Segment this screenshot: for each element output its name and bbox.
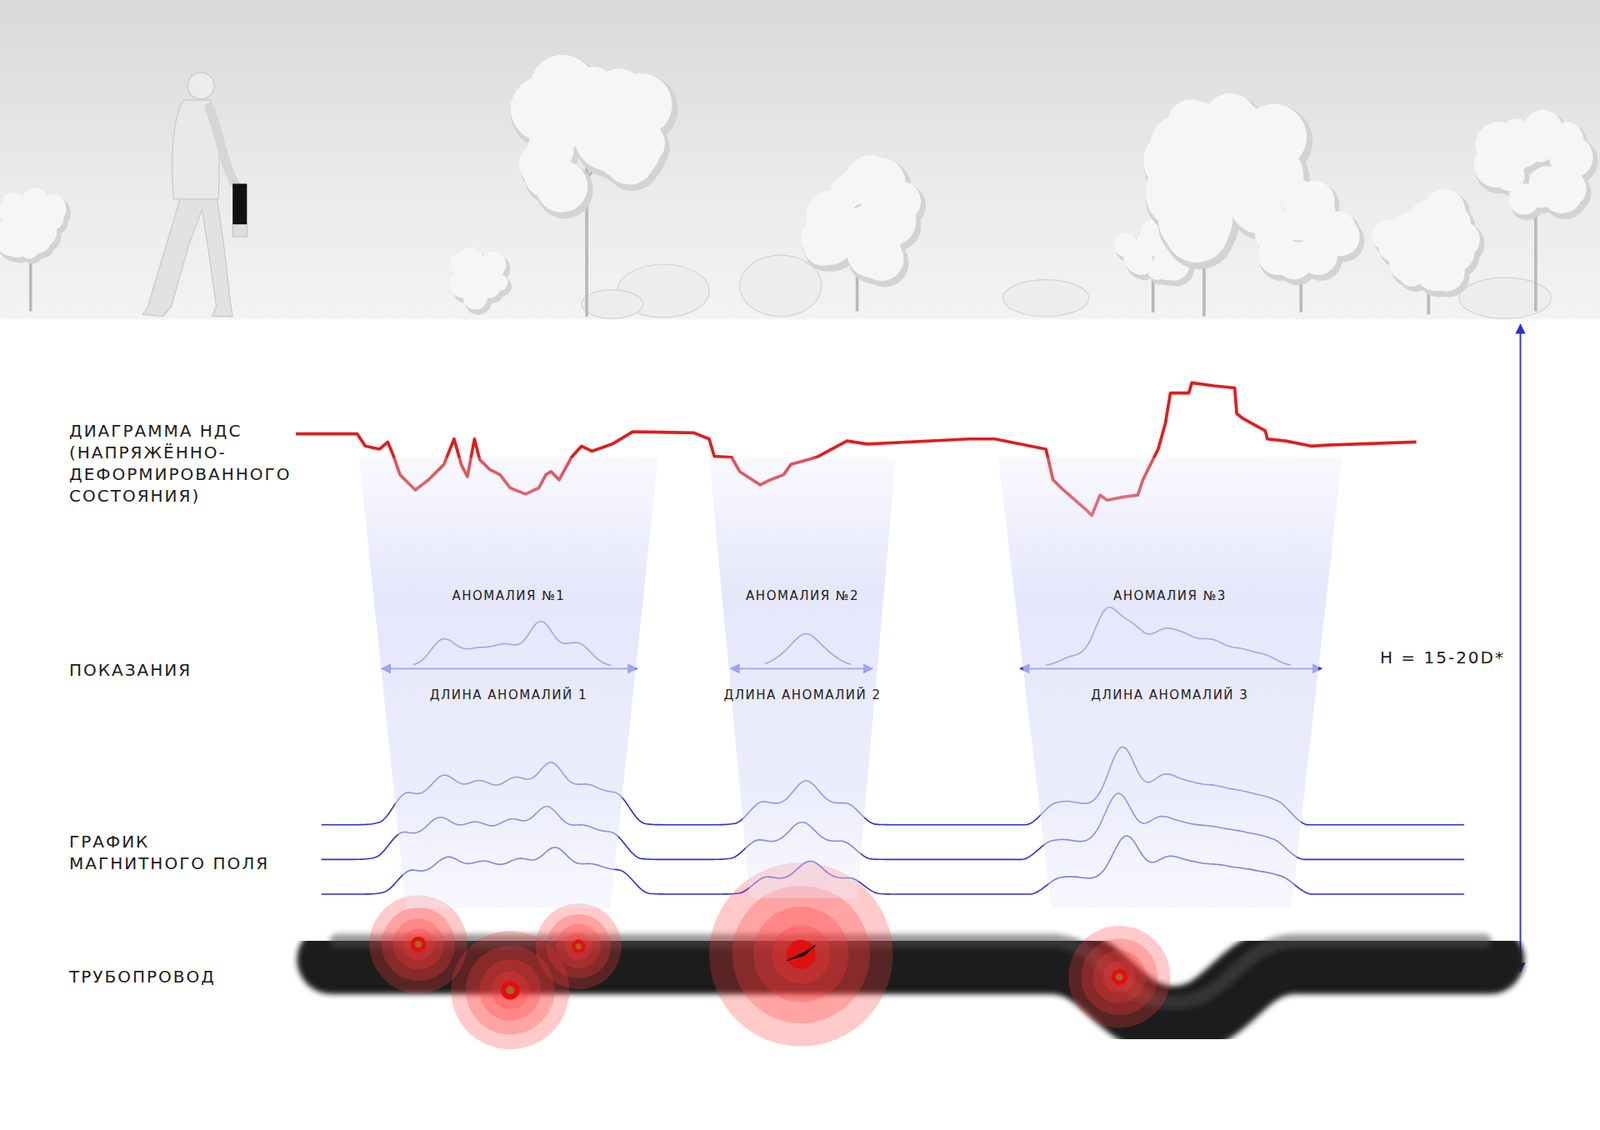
- anomaly-title: АНОМАЛИЯ №3: [1113, 588, 1227, 604]
- anomaly-band: АНОМАЛИЯ №2 ДЛИНА АНОМАЛИЙ 2: [709, 457, 896, 899]
- defect-ring: [732, 885, 870, 1024]
- trees: [0, 55, 1598, 317]
- defect-ring: [546, 914, 611, 979]
- foliage: [1149, 153, 1223, 227]
- detector-device: [232, 183, 247, 225]
- defect-core: [1110, 968, 1128, 985]
- defect-core: [571, 939, 585, 953]
- rock: [1003, 280, 1090, 317]
- defect-marker: [535, 903, 622, 990]
- sky-background: [0, 0, 1600, 320]
- band-fill: [998, 457, 1343, 909]
- rock: [581, 290, 643, 319]
- defect-ring: [392, 918, 444, 970]
- person-head: [187, 72, 215, 100]
- row-label: ПОКАЗАНИЯ: [69, 659, 192, 681]
- diagram-label: ДИАГРАММА НДС (НАПРЯЖЁННО-ДЕФОРМИРОВАННО…: [69, 420, 320, 507]
- defect-ring: [1103, 960, 1136, 994]
- foliage: [867, 209, 901, 243]
- defect-ring: [565, 932, 593, 960]
- label-slot: ГРАФИК МАГНИТНОГО ПОЛЯ: [69, 830, 280, 875]
- defect-core: [410, 936, 427, 953]
- corrosion-spot: [415, 940, 422, 948]
- band-shape: [709, 457, 896, 899]
- foliage: [1295, 238, 1325, 268]
- defect-ring: [771, 925, 831, 985]
- foliage: [21, 229, 46, 254]
- label-slot: H = 15-20D*: [1380, 646, 1505, 669]
- depth-dimension-arrow: [1520, 325, 1522, 973]
- label-slot: ПОКАЗАНИЯ: [69, 659, 192, 681]
- foliage: [1440, 232, 1475, 266]
- defect-ring: [556, 924, 601, 970]
- foliage: [2, 195, 30, 224]
- defect-ring: [1068, 925, 1170, 1028]
- defect-ring: [402, 928, 435, 960]
- defect-ring: [1080, 938, 1158, 1015]
- defect-ring: [535, 903, 622, 990]
- tree: [510, 55, 679, 317]
- anomaly-title: АНОМАЛИЯ №1: [451, 588, 565, 604]
- anomaly-length-label: ДЛИНА АНОМАЛИЙ 1: [430, 687, 588, 703]
- tree: [1474, 110, 1599, 312]
- foliage: [527, 126, 575, 174]
- tree: [1252, 179, 1365, 313]
- foliage: [1257, 234, 1299, 275]
- corrosion-spot: [575, 943, 582, 950]
- foliage: [1378, 227, 1414, 263]
- foliage: [35, 203, 56, 224]
- row-label: ГРАФИК МАГНИТНОГО ПОЛЯ: [69, 830, 280, 875]
- foliage: [1123, 246, 1147, 270]
- defect-ring: [753, 906, 850, 1003]
- rock: [740, 255, 822, 316]
- foliage: [1252, 198, 1285, 230]
- walking-person: [142, 72, 247, 317]
- band-fill: [359, 457, 659, 909]
- corrosion-spot: [1115, 973, 1124, 981]
- foliage: [1508, 183, 1540, 215]
- tree: [449, 247, 511, 315]
- tree: [1371, 189, 1485, 315]
- tree: [801, 155, 926, 311]
- foliage: [805, 205, 861, 261]
- defect-ring: [1092, 950, 1146, 1004]
- foliage: [453, 272, 474, 293]
- anomaly-band: АНОМАЛИЯ №3 ДЛИНА АНОМАЛИЙ 3: [998, 457, 1343, 909]
- person-legs: [142, 194, 233, 317]
- anomaly-band: АНОМАЛИЯ №1 ДЛИНА АНОМАЛИЙ 1: [359, 457, 659, 909]
- band-shape: [359, 457, 659, 909]
- foliage: [574, 100, 635, 161]
- tree: [0, 188, 71, 312]
- label-slot: ДИАГРАММА НДС (НАПРЯЖЁННО-ДЕФОРМИРОВАННО…: [69, 420, 320, 507]
- foliage: [476, 268, 497, 289]
- detector-cap: [232, 224, 247, 237]
- defect-ring: [491, 970, 530, 1009]
- band-fill: [709, 457, 896, 899]
- anomaly-length-label: ДЛИНА АНОМАЛИЙ 3: [1090, 687, 1249, 703]
- defect-ring: [479, 959, 541, 1021]
- foliage: [1523, 110, 1563, 150]
- defect-marker: [1068, 925, 1170, 1028]
- crack: [786, 945, 815, 960]
- defect-core: [786, 940, 816, 970]
- corrosion-spot: [505, 985, 515, 995]
- defect-ring: [381, 907, 455, 981]
- pipe-body: [331, 959, 1490, 1020]
- anomaly-length-label: ДЛИНА АНОМАЛИЙ 2: [723, 687, 881, 703]
- foliage: [1279, 179, 1316, 216]
- row-label: ТРУБОПРОВОД: [69, 965, 216, 988]
- band-shape: [998, 457, 1343, 909]
- label-slot: ТРУБОПРОВОД: [69, 965, 216, 988]
- defect-core: [500, 980, 520, 1000]
- dimension-label: H = 15-20D*: [1380, 646, 1505, 669]
- person-arm: [209, 107, 237, 188]
- anomaly-title: АНОМАЛИЯ №2: [745, 588, 860, 604]
